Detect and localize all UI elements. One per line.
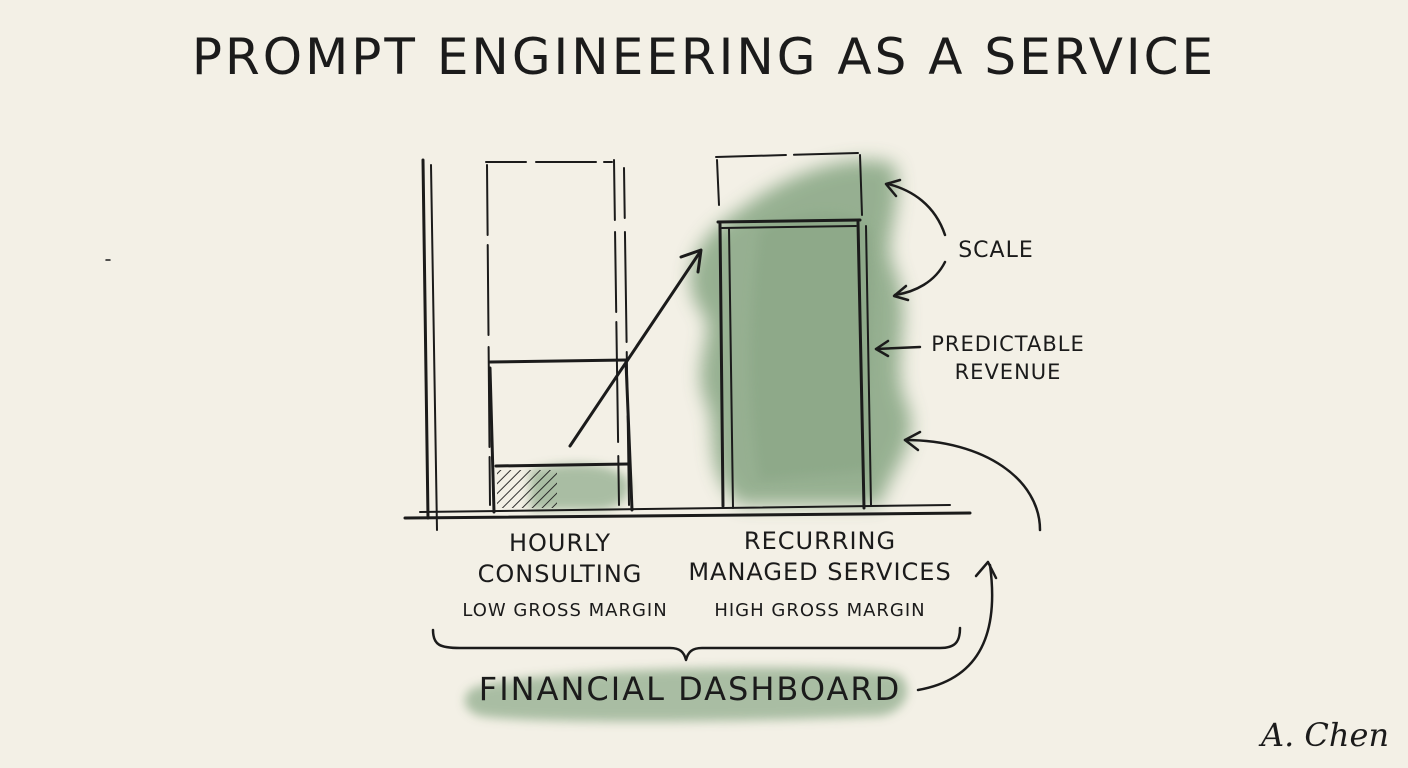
recurring-services-label: RECURRING MANAGED SERVICES	[680, 526, 960, 588]
dashboard-wash	[464, 667, 908, 722]
curved-arrow-from-dashboard	[916, 560, 998, 692]
high-margin-label: HIGH GROSS MARGIN	[714, 600, 926, 621]
predictable-arrow	[874, 339, 922, 358]
x-axis	[403, 504, 972, 520]
brace	[431, 626, 962, 662]
page-title: PROMPT ENGINEERING AS A SERVICE	[191, 28, 1217, 86]
scale-arrows	[884, 178, 947, 302]
recurring-label-line1: RECURRING	[743, 527, 897, 555]
scale-label: SCALE	[958, 238, 1034, 263]
recurring-label-line2: MANAGED SERVICES	[688, 558, 952, 586]
hourly-potential-outline	[485, 159, 630, 506]
hourly-label-line1: HOURLY	[508, 529, 612, 557]
signature: A. Chen	[1260, 716, 1390, 754]
financial-dashboard-label: FINANCIAL DASHBOARD	[478, 670, 902, 708]
y-axis	[421, 158, 438, 531]
hourly-label-line2: CONSULTING	[477, 560, 643, 588]
predictable-revenue-label: PREDICTABLE REVENUE	[918, 330, 1098, 386]
green-wash	[690, 160, 912, 505]
growth-arrow	[568, 248, 703, 448]
curved-arrow-to-bar	[903, 430, 1042, 532]
hourly-consulting-label: HOURLY CONSULTING	[430, 528, 690, 590]
recurring-bar	[716, 218, 872, 510]
hourly-bar	[488, 358, 634, 514]
predictable-line2: REVENUE	[954, 360, 1062, 384]
predictable-line1: PREDICTABLE	[931, 332, 1085, 356]
low-margin-label: LOW GROSS MARGIN	[462, 600, 668, 621]
recurring-potential-outline	[715, 152, 863, 216]
